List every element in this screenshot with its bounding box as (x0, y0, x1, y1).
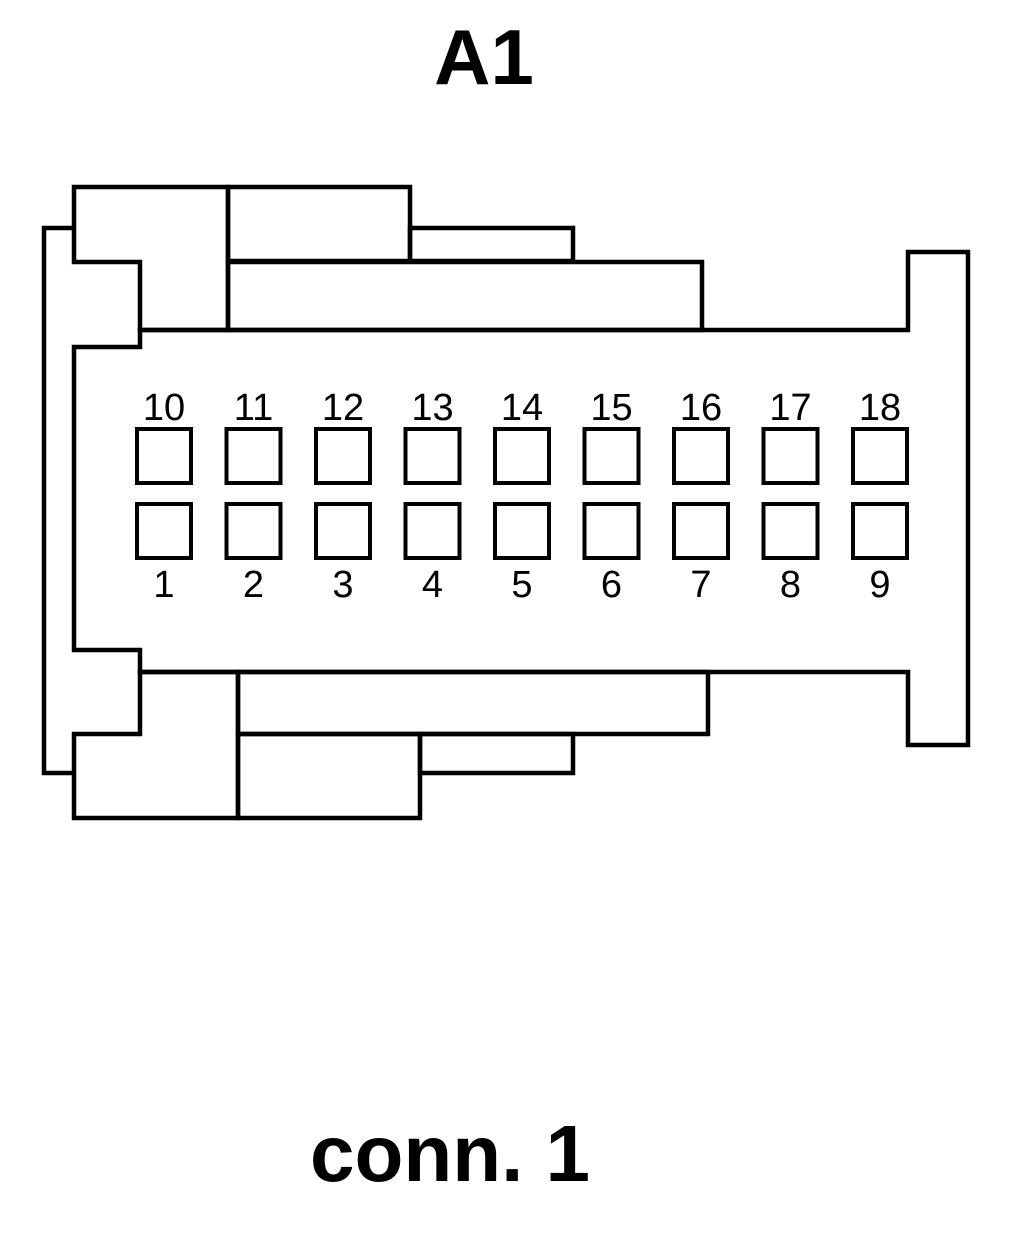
pin-cavity-8 (761, 502, 820, 560)
pin-label-9: 9 (869, 564, 890, 606)
connector-caption: conn. 1 (310, 1109, 590, 1198)
pin-label-11: 11 (234, 387, 273, 429)
pin-label-2: 2 (243, 564, 264, 606)
pin-cavity-14 (493, 427, 551, 485)
pin-label-18: 18 (859, 387, 901, 429)
pin-cavity-6 (582, 502, 641, 560)
pin-cavity-11 (224, 427, 283, 485)
top-latch-block-a (225, 184, 413, 264)
connector-title: A1 (434, 13, 534, 101)
pin-cavity-17 (761, 427, 820, 485)
pin-cavity-1 (135, 502, 193, 560)
bottom-latch-block-a (235, 669, 711, 737)
pin-label-17: 17 (769, 387, 811, 429)
pin-label-8: 8 (780, 564, 801, 606)
pin-label-14: 14 (501, 387, 543, 429)
pin-label-13: 13 (411, 387, 453, 429)
pin-label-5: 5 (511, 564, 532, 606)
pin-cavity-3 (314, 502, 372, 560)
pin-cavity-4 (403, 502, 462, 560)
pin-label-7: 7 (690, 564, 711, 606)
pin-label-10: 10 (143, 387, 185, 429)
pin-cavity-9 (851, 502, 909, 560)
pin-cavity-16 (672, 427, 730, 485)
pin-label-3: 3 (332, 564, 353, 606)
pin-cavity-2 (224, 502, 283, 560)
pin-label-16: 16 (680, 387, 722, 429)
pin-cavity-15 (582, 427, 641, 485)
pin-cavity-12 (314, 427, 372, 485)
pin-cavity-18 (851, 427, 909, 485)
connector-body (71, 249, 971, 748)
top-latch-outer (71, 184, 231, 333)
pin-label-6: 6 (601, 564, 622, 606)
top-latch-block-b (407, 225, 576, 264)
pin-label-15: 15 (590, 387, 632, 429)
pin-cavity-7 (672, 502, 730, 560)
pin-label-4: 4 (422, 564, 443, 606)
bottom-latch-block-c (417, 731, 576, 776)
pin-label-12: 12 (322, 387, 364, 429)
top-latch-block-c (225, 259, 705, 333)
bottom-latch-outer (71, 669, 241, 821)
pin-cavity-13 (403, 427, 462, 485)
bottom-latch-block-b (235, 731, 423, 821)
pin-label-1: 1 (153, 564, 174, 606)
pin-cavity-5 (493, 502, 551, 560)
left-rail (41, 225, 74, 776)
connector-housing (41, 184, 971, 821)
pin-cavity-10 (135, 427, 193, 485)
